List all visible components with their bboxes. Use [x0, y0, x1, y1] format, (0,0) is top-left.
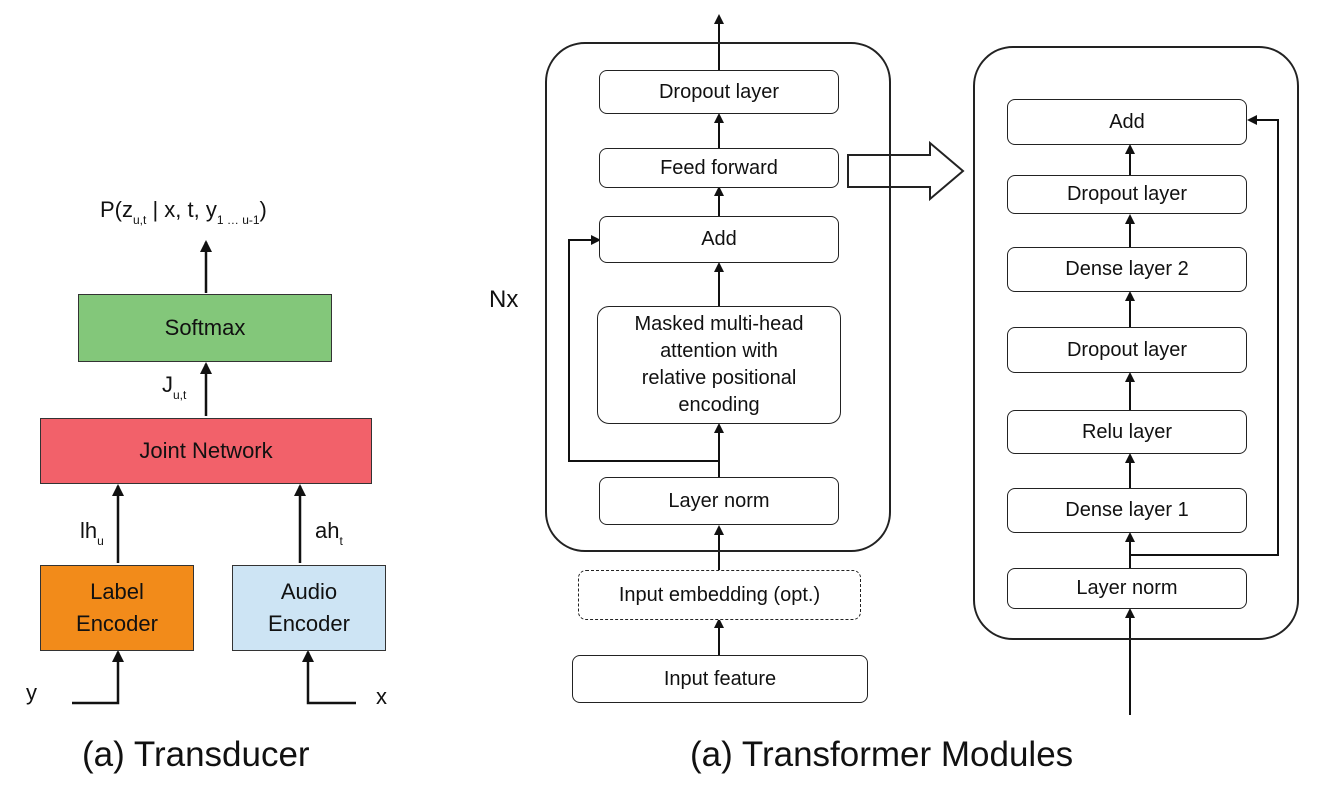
audio-hidden-label: aht — [315, 518, 343, 548]
input-feature-block: Input feature — [572, 655, 868, 703]
audio-encoder-block: Audio Encoder — [232, 565, 386, 651]
softmax-block: Softmax — [78, 294, 332, 362]
label-hidden-label: lhu — [80, 518, 104, 548]
feed-forward-label: Feed forward — [660, 156, 778, 179]
arrow-y-to-label-encoder — [72, 650, 124, 705]
ff-add-label: Add — [1109, 110, 1145, 133]
ff-relu-label: Relu layer — [1081, 420, 1173, 443]
label-encoder-line2: Encoder — [76, 611, 158, 636]
ff-dropout2-block: Dropout layer — [1007, 175, 1247, 214]
transducer-caption: (a) Transducer — [82, 735, 310, 774]
ff-dropout1-block: Dropout layer — [1007, 327, 1247, 373]
transformer-block-container — [545, 42, 891, 552]
repeat-label: Nx — [489, 286, 519, 313]
add-block: Add — [599, 216, 839, 263]
input-feature-label: Input feature — [663, 667, 777, 690]
ff-dropout2-label: Dropout layer — [1066, 183, 1188, 205]
input-y-label: y — [26, 680, 37, 705]
ff-relu-block: Relu layer — [1007, 410, 1247, 454]
attention-line4: encoding — [678, 394, 760, 416]
output-probability-label: P(zu,t | x, t, y1 … u-1) — [100, 197, 267, 227]
attention-line3: relative positional — [641, 367, 797, 389]
arrow-x-to-audio-encoder — [302, 650, 356, 705]
layer-norm-block: Layer norm — [599, 477, 839, 525]
feedforward-detail-arrows — [1125, 115, 1279, 715]
transformer-caption: (a) Transformer Modules — [690, 735, 1074, 774]
softmax-label: Softmax — [164, 315, 246, 340]
attention-line2: attention with — [660, 340, 778, 362]
feed-forward-block: Feed forward — [599, 148, 839, 188]
ff-layer-norm-label: Layer norm — [1076, 577, 1178, 599]
label-encoder-block: Label Encoder — [40, 565, 194, 651]
add-label: Add — [701, 228, 737, 250]
input-embedding-block: Input embedding (opt.) — [578, 570, 861, 620]
ff-dense2-label: Dense layer 2 — [1065, 258, 1189, 280]
layer-norm-label: Layer norm — [668, 489, 770, 512]
attention-block: Masked multi-head attention with relativ… — [597, 306, 841, 424]
label-encoder-line1: Label — [90, 579, 144, 604]
joint-output-label: Ju,t — [162, 372, 187, 402]
ff-residual-connection — [1130, 115, 1279, 556]
ff-layer-norm-block: Layer norm — [1007, 568, 1247, 609]
expand-arrow — [847, 140, 965, 202]
joint-network-block: Joint Network — [40, 418, 372, 484]
input-embedding-label: Input embedding (opt.) — [618, 583, 821, 606]
audio-encoder-line1: Audio — [280, 579, 338, 604]
attention-line1: Masked multi-head — [634, 313, 804, 335]
ff-dense2-block: Dense layer 2 — [1007, 247, 1247, 292]
dropout-label: Dropout layer — [658, 80, 780, 103]
feedforward-detail-container — [973, 46, 1299, 640]
input-x-label: x — [376, 684, 387, 709]
audio-encoder-line2: Encoder — [268, 611, 350, 636]
dropout-block: Dropout layer — [599, 70, 839, 114]
residual-connection — [568, 235, 719, 462]
transducer-arrows — [72, 240, 356, 705]
ff-add-block: Add — [1007, 99, 1247, 145]
ff-dense1-block: Dense layer 1 — [1007, 488, 1247, 533]
joint-network-label: Joint Network — [139, 438, 273, 463]
ff-dropout1-label: Dropout layer — [1066, 338, 1188, 361]
ff-dense1-label: Dense layer 1 — [1065, 499, 1189, 521]
